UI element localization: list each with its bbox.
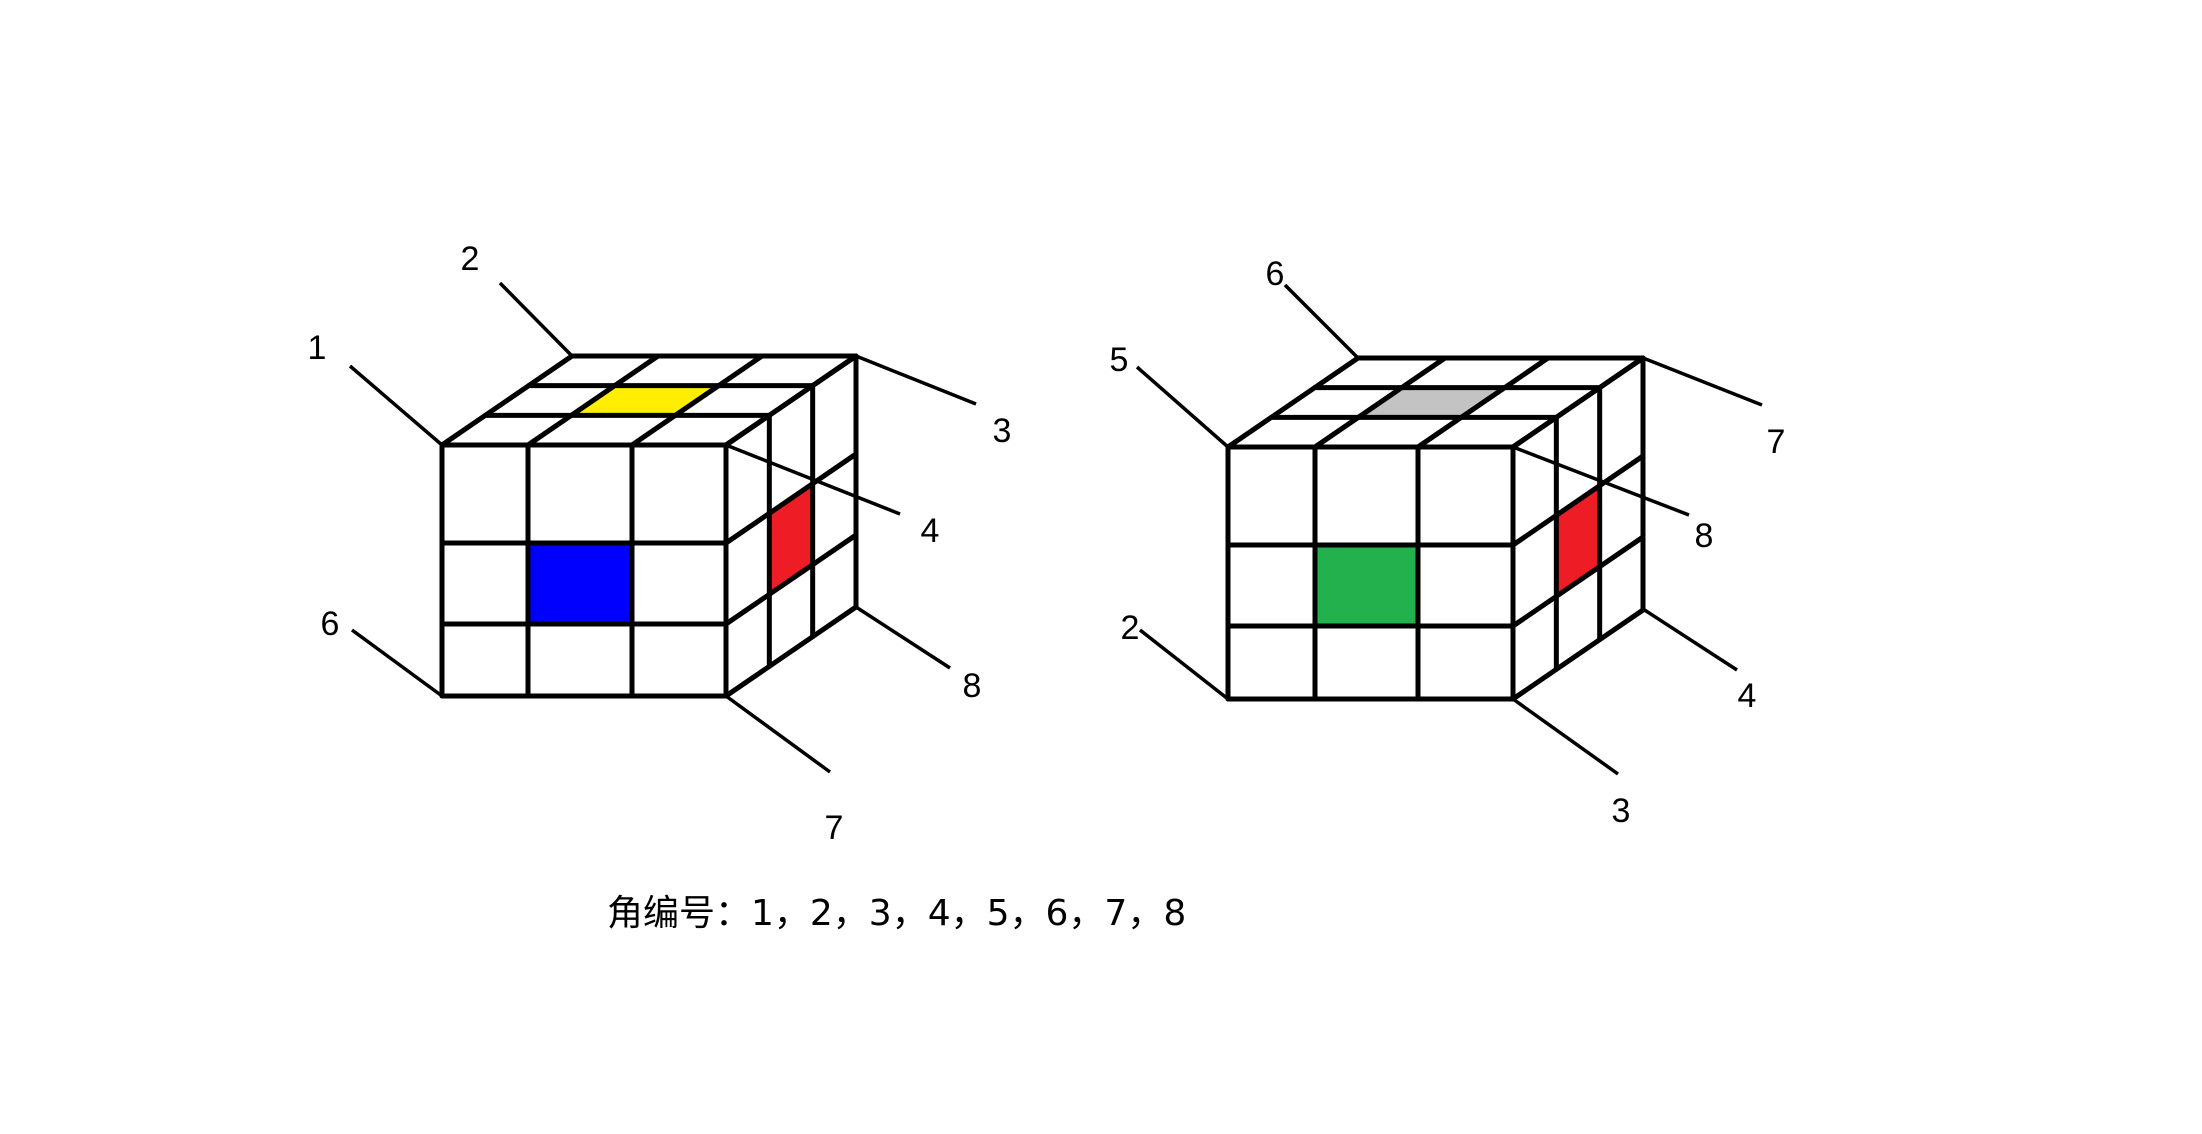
corner-leader-line <box>855 605 951 670</box>
corner-number-label: 4 <box>1738 677 1757 715</box>
corner-leader-line <box>1642 607 1738 672</box>
right-grid-h0 <box>723 353 859 448</box>
right-grid-h2 <box>1510 534 1646 629</box>
corner-leader-line <box>724 694 832 774</box>
right-center-sticker <box>769 483 813 595</box>
corner-number-label: 8 <box>1695 517 1714 555</box>
top-grid-depth2 <box>1415 355 1551 450</box>
cube-right: 5 6 7 8 2 4 3 <box>1110 255 1786 830</box>
corner-number-label: 1 <box>308 329 327 367</box>
right-grid-h2 <box>723 532 859 627</box>
corner-number-label: 3 <box>993 412 1012 450</box>
right-grid-h0 <box>1510 355 1646 450</box>
corner-number-label: 3 <box>1612 792 1631 830</box>
corner-leader-line <box>498 281 574 358</box>
corner-number-label: 2 <box>461 240 480 278</box>
corner-number-label: 8 <box>963 667 982 705</box>
top-grid-depth0 <box>1225 355 1361 450</box>
corner-number-label: 6 <box>321 605 340 643</box>
top-grid-depth2 <box>629 353 765 448</box>
top-grid-depth1 <box>525 353 661 448</box>
corner-leader-line <box>1642 356 1763 407</box>
front-center-sticker <box>528 543 632 624</box>
front-center-sticker <box>1315 545 1418 626</box>
corner-leader-line <box>1135 365 1230 449</box>
cube-left: 1 2 3 4 6 8 7 <box>308 240 1012 847</box>
right-grid-h3 <box>1510 607 1646 702</box>
corner-leader-line <box>1283 283 1360 360</box>
corner-leader-line <box>725 443 901 516</box>
corner-leader-line <box>350 628 444 698</box>
top-grid-depth0 <box>439 353 575 448</box>
right-grid-h1 <box>1510 453 1646 548</box>
corner-leader-line <box>1512 445 1690 517</box>
corner-number-label: 4 <box>921 512 940 550</box>
corner-number-label: 7 <box>825 809 844 847</box>
right-grid-h3 <box>723 604 859 699</box>
corner-number-label: 7 <box>1767 423 1786 461</box>
corner-leader-line <box>855 354 977 406</box>
corner-leader-line <box>1138 628 1230 701</box>
top-grid-depth1 <box>1312 355 1448 450</box>
right-grid-h1 <box>723 451 859 546</box>
corner-leader-line <box>348 364 444 447</box>
corner-number-label: 2 <box>1121 609 1140 647</box>
corner-number-label: 6 <box>1266 255 1285 293</box>
right-center-sticker <box>1556 485 1600 597</box>
corner-leader-line <box>1511 697 1620 776</box>
corner-number-label: 5 <box>1110 341 1129 379</box>
corner-numbering-caption: 角编号：1，2，3，4，5，6，7，8 <box>607 893 1187 934</box>
